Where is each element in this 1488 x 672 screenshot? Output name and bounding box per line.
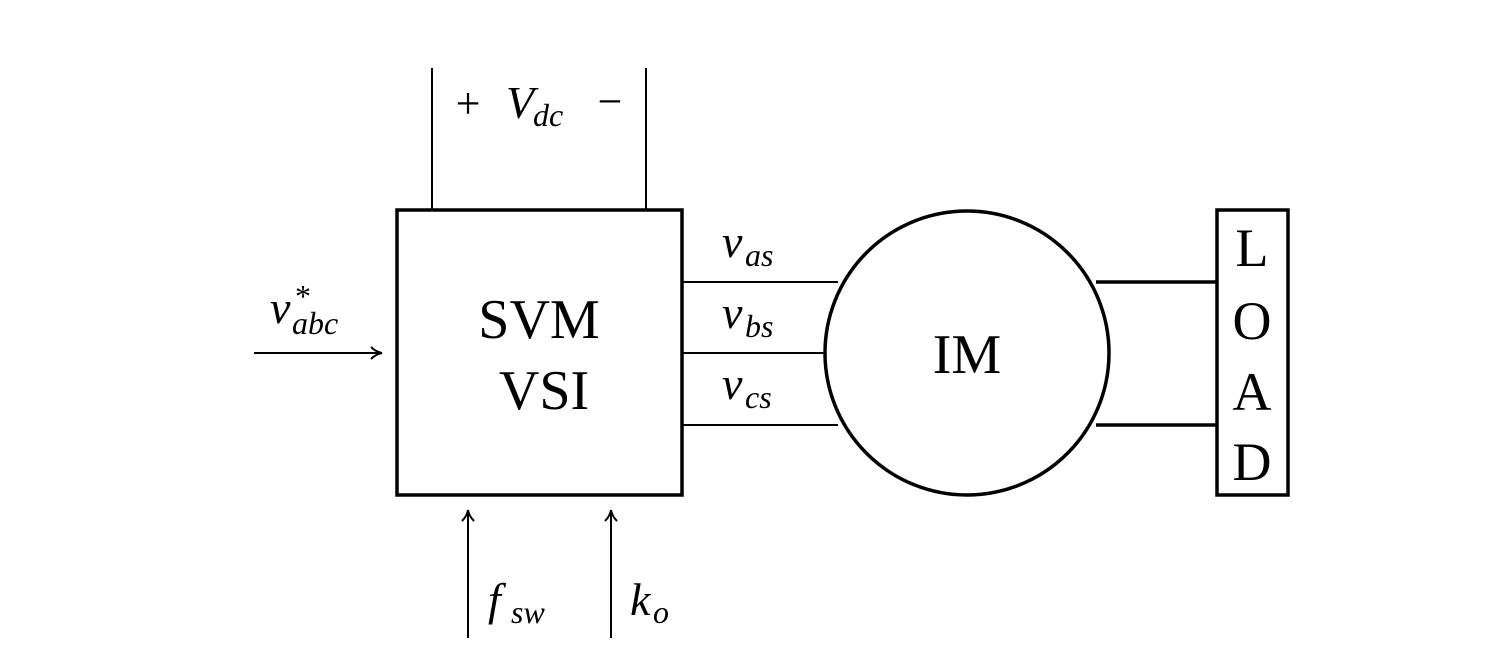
motor-label: IM [933,324,1001,386]
phase-c-symbol: v [722,358,743,409]
dc-plus-sign: + [456,79,481,128]
switching-frequency-subscript: sw [511,594,545,630]
gain-subscript: o [653,594,669,630]
input-subscript: abc [292,305,338,341]
phase-b-subscript: bs [745,308,773,344]
load-letter-a: A [1233,362,1272,422]
dc-voltage-subscript: dc [533,97,563,133]
phase-a-symbol: v [722,216,743,267]
phase-b-symbol: v [722,287,743,338]
load-block [1215,208,1290,497]
phase-a-subscript: as [745,237,773,273]
load-letter-o: O [1233,291,1272,351]
inverter-label-line1: SVM [478,289,599,351]
gain-symbol: k [630,574,652,625]
inverter-label-line2: VSI [499,360,589,422]
load-letter-l: L [1236,218,1269,278]
load-letter-d: D [1233,432,1272,492]
input-symbol: v [270,282,291,333]
dc-voltage-symbol: V [506,77,539,128]
input-superscript: * [295,278,311,314]
switching-frequency-symbol: f [488,574,507,625]
motor-circle [823,209,1111,497]
phase-c-subscript: cs [745,379,772,415]
inverter-block [395,208,684,497]
dc-minus-sign: − [598,77,623,126]
